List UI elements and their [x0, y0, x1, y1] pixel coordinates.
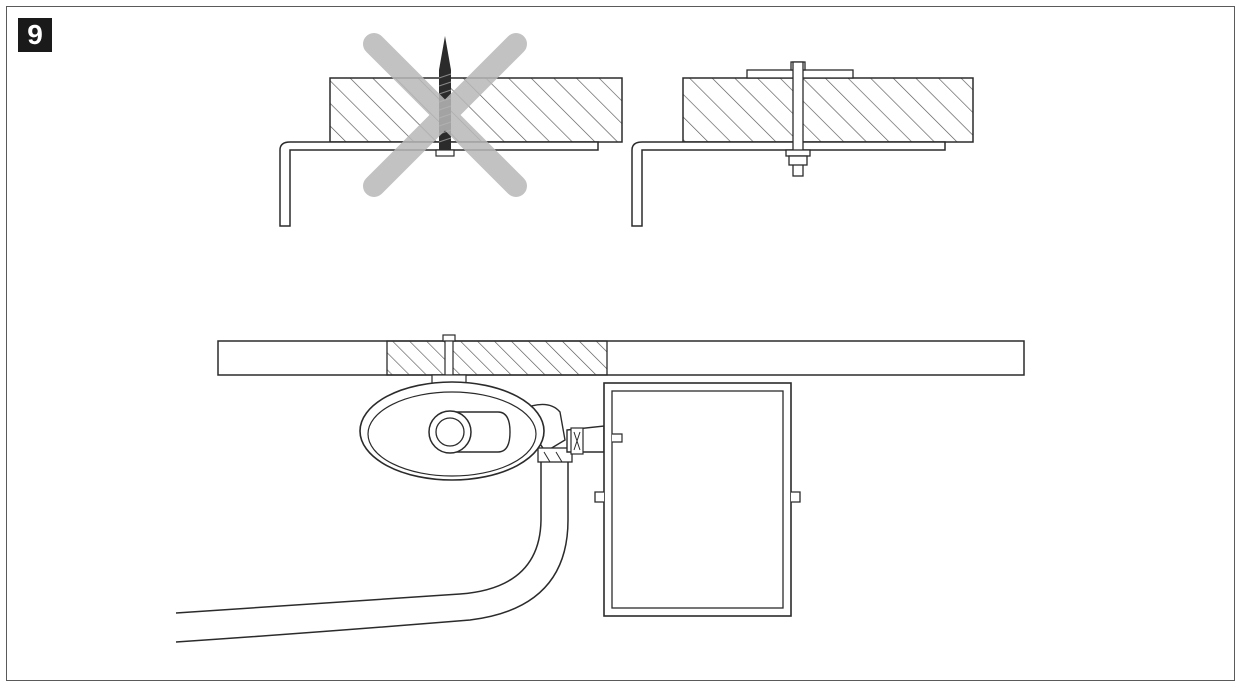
- cross-mark-icon: [363, 33, 527, 197]
- drain-pipe-inner: [175, 460, 569, 643]
- correct-mounting-detail: [631, 61, 974, 227]
- figure-frame: [6, 6, 1235, 681]
- mounting-bracket-right: [631, 141, 946, 227]
- worktop-section-right: [682, 77, 974, 143]
- through-bolt: [746, 61, 854, 177]
- bolt-bottom: [431, 334, 467, 386]
- drain-pipe-outer: [175, 460, 542, 614]
- incorrect-mounting-detail: [279, 33, 623, 227]
- appliance-box: [594, 382, 801, 617]
- step-number-badge: 9: [18, 18, 52, 52]
- worktop-fixing-zone: [386, 340, 608, 376]
- worktop-assembly: [175, 334, 1025, 643]
- sink-bowl: [359, 381, 545, 481]
- mounting-bracket-left: [279, 141, 599, 227]
- worktop: [217, 340, 1025, 376]
